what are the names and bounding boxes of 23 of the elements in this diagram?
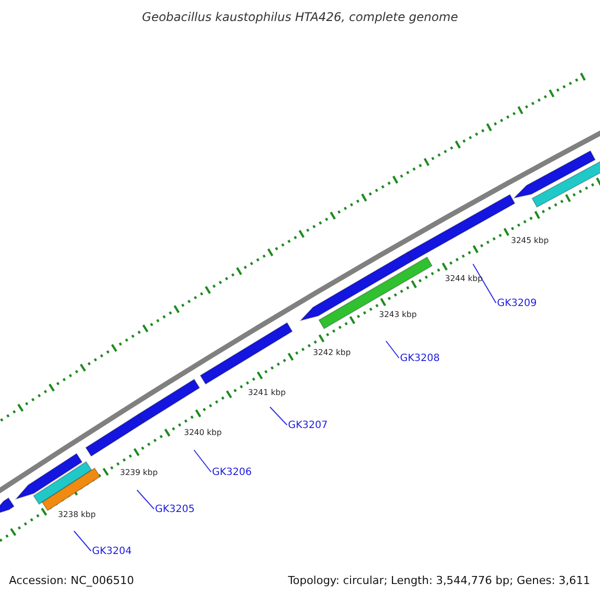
scale-label: 3240 kbp — [184, 429, 222, 437]
gene-label: GK3208 — [400, 354, 440, 364]
gene-label: GK3206 — [212, 468, 252, 478]
genome-title: Geobacillus kaustophilus HTA426, complete genome — [141, 11, 459, 23]
gene-label: GK3205 — [155, 505, 195, 515]
scale-label: 3239 kbp — [120, 469, 158, 477]
scale-label: 3238 kbp — [58, 511, 96, 519]
scale-label: 3245 kbp — [511, 237, 549, 245]
leader-line — [270, 406, 288, 426]
leader-line — [386, 340, 400, 358]
scale-label: 3244 kbp — [445, 275, 483, 283]
scale-label: 3242 kbp — [313, 349, 351, 357]
gene-label: GK3207 — [288, 421, 328, 431]
accession-text: Accession: NC_006510 — [9, 575, 134, 586]
gene-label: GK3209 — [497, 299, 537, 309]
leader-line — [74, 530, 92, 552]
scale-label: 3243 kbp — [379, 311, 417, 319]
gene-label: GK3204 — [92, 547, 132, 557]
leader-line — [194, 450, 212, 472]
leader-line — [136, 490, 154, 510]
genome-summary: Topology: circular; Length: 3,544,776 bp; Genes: 3,611 — [288, 575, 590, 586]
scale-label: 3241 kbp — [248, 389, 286, 397]
leader-line — [472, 264, 496, 304]
